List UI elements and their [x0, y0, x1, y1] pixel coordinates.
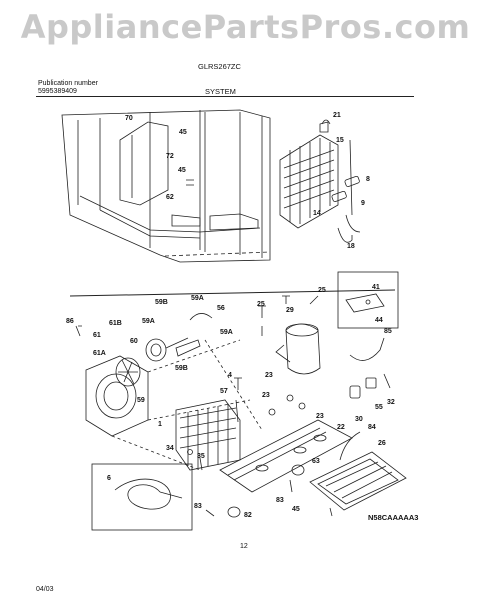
condenser-coil-drawing [175, 399, 241, 471]
evaporator-coil-drawing [279, 134, 361, 243]
model-number: GLRS267ZC [198, 62, 241, 71]
callout-35: 35 [197, 453, 205, 460]
callout-26: 26 [378, 440, 386, 447]
callout-62: 62 [166, 194, 174, 201]
callout-9: 9 [361, 200, 365, 207]
callout-61: 61 [93, 332, 101, 339]
callout-25a: 25 [257, 301, 265, 308]
publication-number: 5995389409 [38, 88, 77, 95]
inset-box-relay [337, 271, 399, 329]
callout-83a: 83 [276, 497, 284, 504]
callout-59a-right: 59A [220, 329, 233, 336]
callout-70: 70 [125, 115, 133, 122]
cabinet-drawing [61, 109, 271, 263]
callout-45a: 45 [179, 129, 187, 136]
callout-59a-mid: 59A [142, 318, 155, 325]
evaporator-cover-drawing [119, 121, 169, 206]
callout-8: 8 [366, 176, 370, 183]
callout-4: 4 [228, 372, 232, 379]
drain-pan-drawing [309, 431, 407, 511]
callout-34: 34 [166, 445, 174, 452]
callout-61b: 61B [109, 320, 122, 327]
callout-labels: 70 45 72 45 62 21 15 8 9 14 18 41 44 25 … [66, 112, 395, 519]
watermark: AppliancePartsPros.com [20, 8, 471, 46]
callout-29: 29 [286, 307, 294, 314]
callout-84: 84 [368, 424, 376, 431]
callout-21: 21 [333, 112, 341, 119]
callout-15: 15 [336, 137, 344, 144]
callout-23a: 23 [265, 372, 273, 379]
alignment-lines [111, 339, 263, 471]
callout-23c: 23 [316, 413, 324, 420]
callout-61a: 61A [93, 350, 106, 357]
callout-72: 72 [166, 153, 174, 160]
callout-30: 30 [355, 416, 363, 423]
callout-85: 85 [384, 328, 392, 335]
callout-6: 6 [107, 475, 111, 482]
callout-22: 22 [337, 424, 345, 431]
callout-59a-top: 59A [191, 295, 204, 302]
callout-25b: 25 [318, 287, 326, 294]
callout-32: 32 [387, 399, 395, 406]
fan-motor-drawing [115, 313, 213, 387]
callout-83b: 83 [194, 503, 202, 510]
callout-1: 1 [158, 421, 162, 428]
callout-45-bottom: 45 [292, 506, 300, 513]
inset-box-power-cord [91, 463, 193, 531]
fan-shroud-drawing [85, 355, 149, 437]
section-title: SYSTEM [205, 87, 236, 96]
relay-overload-drawing [349, 373, 391, 399]
callout-57: 57 [220, 388, 228, 395]
publication-label: Publication number [38, 80, 98, 87]
header-rule [36, 96, 414, 97]
callout-59: 59 [137, 397, 145, 404]
callout-60: 60 [130, 338, 138, 345]
callout-41: 41 [372, 284, 380, 291]
callout-56: 56 [217, 305, 225, 312]
callout-44: 44 [375, 317, 383, 324]
callout-23b: 23 [262, 392, 270, 399]
revision-date: 04/03 [36, 586, 54, 593]
callout-45b: 45 [178, 167, 186, 174]
callout-14: 14 [313, 210, 321, 217]
clips-drawing [319, 121, 360, 202]
callout-18: 18 [347, 243, 355, 250]
page-number: 12 [240, 543, 248, 550]
callout-82: 82 [244, 512, 252, 519]
callout-86: 86 [66, 318, 74, 325]
screws-drawing [75, 119, 333, 518]
callout-59b-top: 59B [155, 299, 168, 306]
diagram-code: N58CAAAAA3 [368, 513, 419, 522]
callout-63: 63 [312, 458, 320, 465]
compressor-drawing [275, 323, 321, 375]
callout-55: 55 [375, 404, 383, 411]
callout-59b-low: 59B [175, 365, 188, 372]
tubing-drawing [349, 337, 385, 361]
